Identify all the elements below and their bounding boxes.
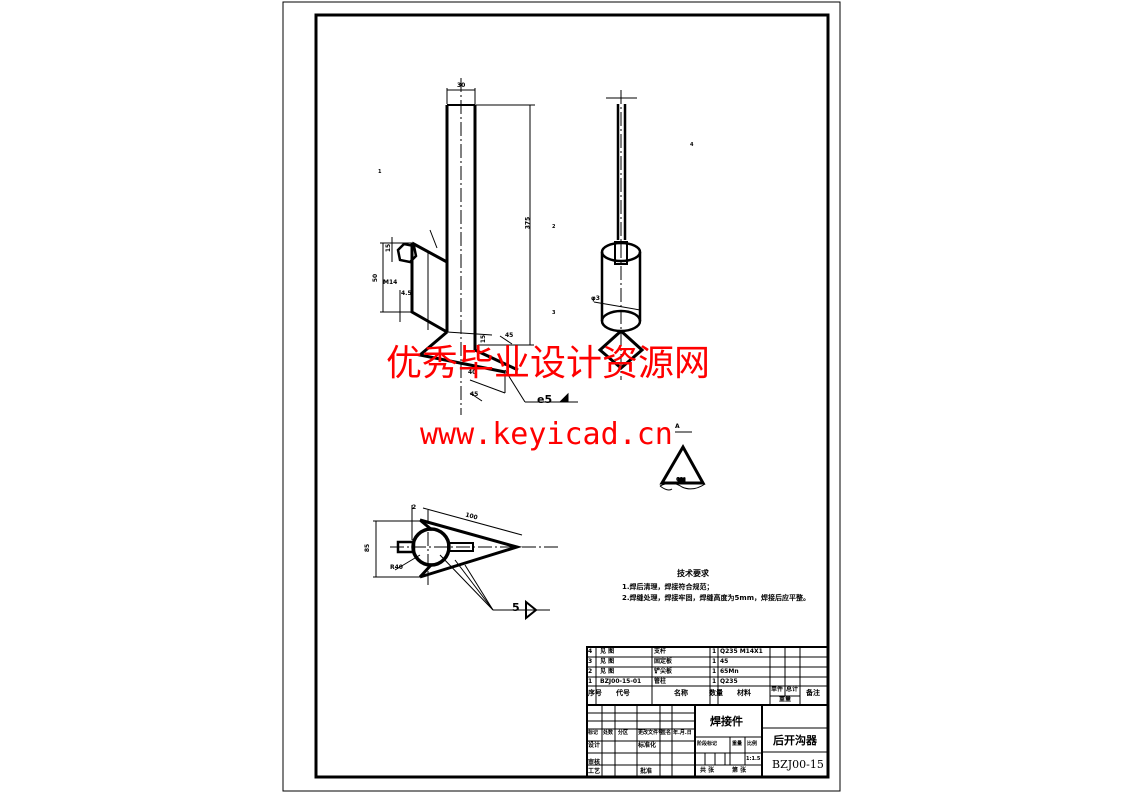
dim-40: 40: [468, 369, 477, 376]
bom-no: 3: [588, 658, 593, 665]
bom-no: 1: [588, 678, 593, 685]
bom-code: 见 图: [600, 658, 615, 665]
bom-no: 2: [588, 668, 593, 675]
bom-name: 固定板: [654, 658, 673, 665]
bom-header-qty: 数量: [709, 689, 723, 697]
detail-angle: 60°: [676, 477, 686, 483]
drawing-number: BZJ00-15: [772, 758, 824, 771]
dim-bottom-15: 15: [480, 334, 488, 344]
bom-header-material: 材料: [737, 689, 751, 697]
dim-tube-width: 30: [457, 82, 466, 89]
bom-code: 见 图: [600, 668, 615, 675]
front-view: [380, 78, 578, 415]
weld-symbol-5: 5: [512, 601, 520, 614]
weight-label: 重量: [732, 741, 743, 747]
rev-header-sign: 签名: [661, 730, 672, 736]
dim-45-b: 45: [470, 391, 479, 398]
bom-qty: 1: [712, 648, 717, 655]
dim-r40: R40: [390, 564, 403, 571]
bom-qty: 1: [712, 668, 717, 675]
assembly-name: 后开沟器: [773, 734, 817, 747]
bom-code: BZJ00-15-01: [600, 678, 642, 685]
part-name: 焊接件: [710, 715, 743, 728]
bom-name: 铲尖板: [654, 668, 673, 675]
outer-border: [282, 1, 841, 792]
dim-15: 15: [385, 243, 393, 253]
bom-header-weight: 重量: [779, 696, 792, 703]
detail-label-a: A: [675, 423, 680, 430]
view-label-2: 2: [552, 224, 556, 230]
sheet-no: 第 张: [732, 767, 747, 774]
rev-header-mark: 标记: [588, 730, 599, 736]
watermark-title: 优秀毕业设计资源网: [386, 343, 711, 384]
dim-4-5: 4.5: [401, 290, 412, 297]
dim-50: 50: [372, 273, 380, 283]
bom-name: 支杆: [654, 648, 667, 655]
stage-label: 阶段标记: [697, 741, 718, 747]
bom-header-name: 名称: [674, 689, 688, 697]
bom-header-code: 代号: [616, 689, 630, 697]
bom-header-remark: 备注: [806, 689, 820, 697]
scale-value: 1:1.5: [746, 756, 761, 762]
view-label-3: 3: [552, 310, 556, 316]
dim-height: 375: [524, 216, 532, 230]
bom-no: 4: [588, 648, 593, 655]
title-block-grid: [586, 646, 829, 778]
dim-85: 85: [364, 543, 372, 553]
approve-label: 批准: [640, 768, 653, 775]
view-label-4: 4: [690, 142, 694, 148]
detail-view-a: [659, 431, 706, 491]
sheets-total: 共 张: [700, 767, 715, 774]
weld-symbol-e5: e5: [537, 393, 553, 406]
rev-header-date: 年.月.日: [673, 730, 692, 736]
bom-material: 45: [720, 658, 729, 665]
bom-header-total: 总计: [786, 686, 799, 693]
bom-material: 65Mn: [720, 668, 739, 675]
role-review: 审核: [588, 759, 601, 766]
dim-m14: M14: [383, 279, 398, 286]
side-view: [593, 90, 645, 380]
tech-note-1: 1.焊后清理，焊接符合规范；: [622, 583, 714, 591]
tech-note-2: 2.焊缝处理，焊接牢固，焊缝高度为5mm，焊接后应平整。: [622, 594, 810, 602]
rev-header-count: 处数: [603, 730, 614, 736]
bom-code: 见 图: [600, 648, 615, 655]
bom-material: Q235: [720, 678, 738, 685]
scale-label: 比例: [747, 741, 758, 747]
dim-side-diameter: φ3: [591, 295, 600, 302]
std-label: 标准化: [638, 742, 657, 749]
bom-header-no: 序号: [588, 689, 602, 697]
view-label-1: 1: [378, 169, 382, 175]
inner-border: [314, 13, 830, 779]
bom-qty: 1: [712, 658, 717, 665]
tech-notes-title: 技术要求: [677, 569, 709, 578]
role-design: 设计: [588, 742, 601, 749]
bom-header-single: 单件: [771, 686, 784, 693]
rev-header-doc: 更改文件号: [638, 730, 664, 736]
top-view: [373, 505, 560, 621]
tech-notes: 技术要求 1.焊后清理，焊接符合规范； 2.焊缝处理，焊接牢固，焊缝高度为5mm…: [622, 570, 810, 602]
dim-2: 2: [412, 504, 417, 511]
bom-qty: 1: [712, 678, 717, 685]
bom-name: 管柱: [654, 678, 667, 685]
dim-45-a: 45: [505, 332, 514, 339]
watermark-url: www.keyicad.cn: [420, 417, 673, 452]
role-process: 工艺: [588, 768, 601, 775]
bom-material: Q235 M14X1: [720, 648, 763, 655]
rev-header-zone: 分区: [618, 730, 629, 736]
